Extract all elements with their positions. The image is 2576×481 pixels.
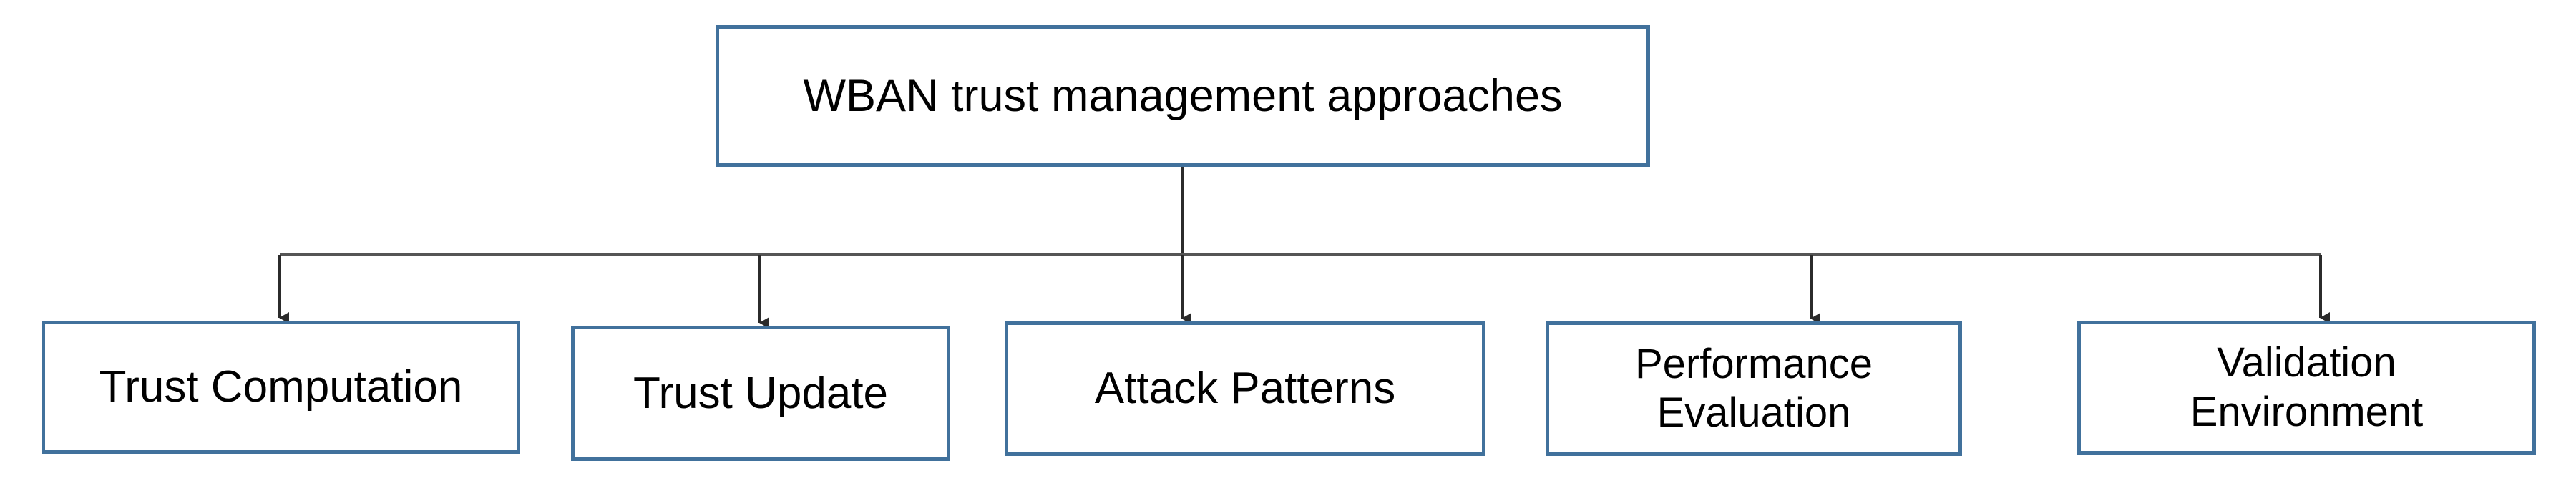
node-root-label: WBAN trust management approaches — [803, 70, 1563, 121]
node-attack-patterns[interactable]: Attack Patterns — [1005, 321, 1485, 456]
node-validation-environment[interactable]: Validation Environment — [2077, 321, 2536, 455]
node-trust-computation-label: Trust Computation — [99, 362, 463, 412]
node-attack-patterns-label: Attack Patterns — [1094, 364, 1396, 414]
node-performance-evaluation[interactable]: Performance Evaluation — [1546, 321, 1962, 456]
node-trust-computation[interactable]: Trust Computation — [42, 321, 520, 454]
node-validation-environment-label: Validation Environment — [2190, 339, 2424, 435]
node-performance-evaluation-label: Performance Evaluation — [1634, 340, 1873, 436]
node-trust-update[interactable]: Trust Update — [571, 326, 950, 461]
node-root-wban-trust-management-approaches[interactable]: WBAN trust management approaches — [716, 25, 1650, 167]
node-trust-update-label: Trust Update — [633, 368, 889, 418]
